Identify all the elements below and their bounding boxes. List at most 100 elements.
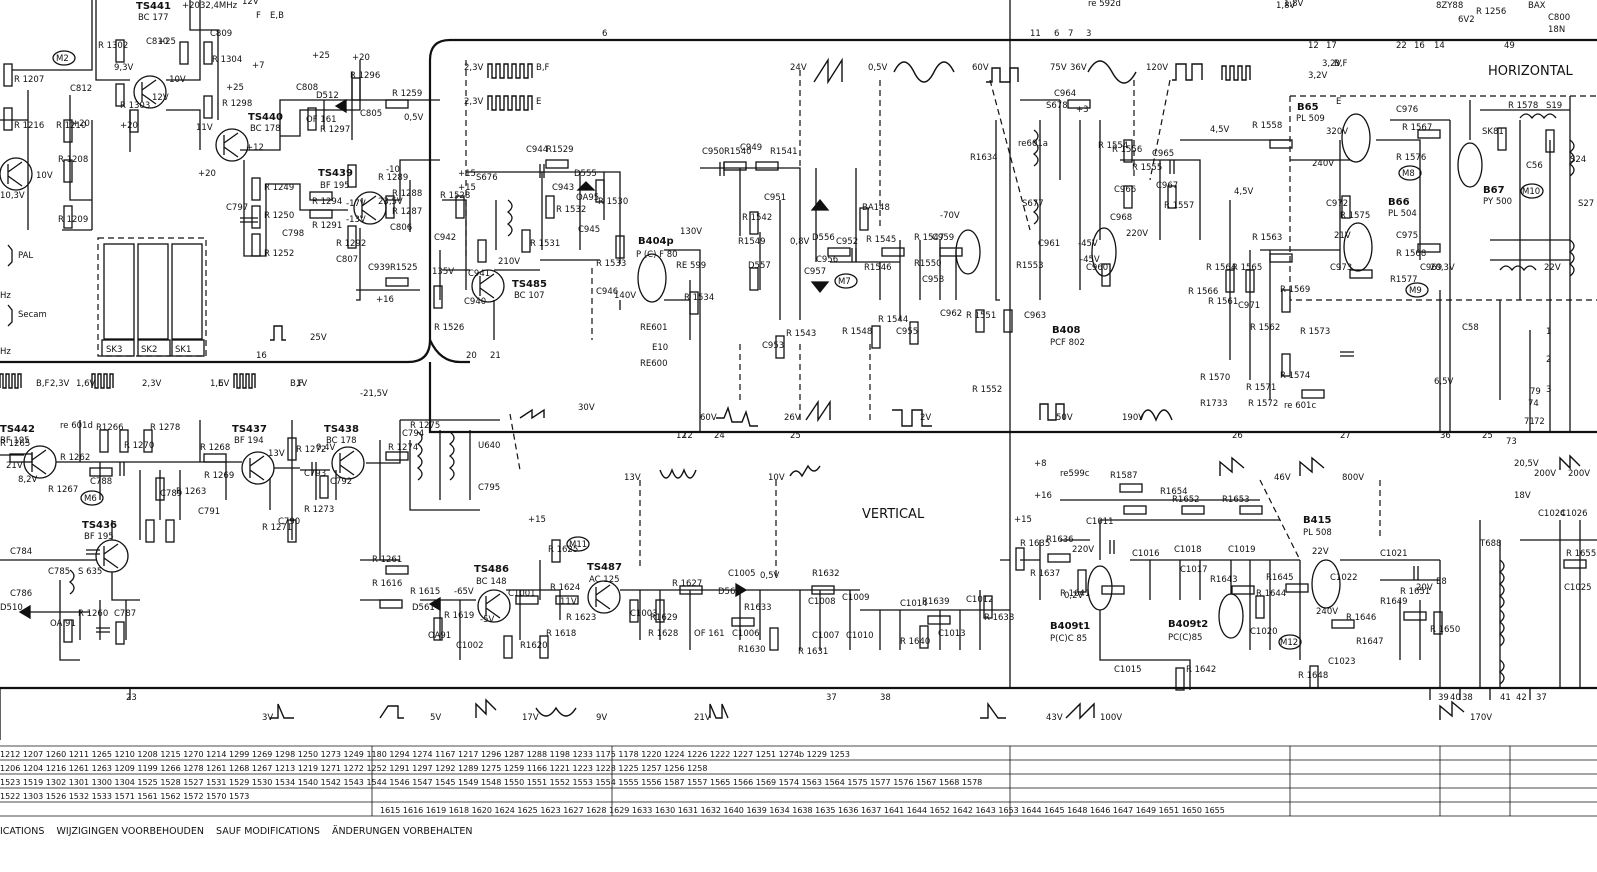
transistor-ts440: TS440 BC 178 — [215, 112, 283, 162]
component-label-233: R 1655 — [1566, 549, 1596, 559]
voltage-label-29: -17V — [346, 199, 366, 209]
component-label-21: R 1250 — [264, 211, 294, 221]
component-label-0: R 1302 — [98, 41, 128, 51]
component-label-19: C797 — [226, 203, 248, 213]
voltage-label-13: +3 — [1076, 105, 1089, 115]
component-label-129: C56 — [1526, 161, 1543, 171]
component-label-213: C1017 — [1180, 565, 1208, 575]
component-label-20: R 1249 — [264, 183, 294, 193]
measure-point-m9: M9 — [1409, 286, 1422, 296]
component-label-173: R1620 — [520, 641, 548, 651]
transistor-ts487: TS487 AC 125 — [587, 562, 622, 614]
transistor-ts439: TS439 BF 195 — [318, 168, 387, 225]
component-label-51: RE 599 — [676, 261, 706, 271]
switch-label-sk1: SK1 — [175, 345, 191, 355]
voltage-label-4: +25 — [226, 83, 244, 93]
tube-b66: B66 PL 504 — [1343, 197, 1417, 272]
component-label-10: R 1208 — [58, 155, 88, 165]
component-label-146: C790 — [278, 517, 300, 527]
voltage-label-52: 13V — [268, 449, 285, 459]
component-label-99: C968 — [1110, 213, 1132, 223]
component-label-65: R1549 — [738, 237, 766, 247]
component-label-171: C1002 — [456, 641, 484, 651]
connector-number-22: 73 — [1506, 437, 1517, 447]
component-label-22: R 1252 — [264, 249, 294, 259]
component-label-121: C975 — [1396, 231, 1418, 241]
component-label-159: S 635 — [78, 567, 102, 577]
component-label-25: R 1291 — [312, 221, 342, 231]
transistor-ts486-type: BC 148 — [476, 577, 507, 587]
connector-number-20: 36 — [1440, 431, 1451, 441]
component-label-155: U640 — [478, 441, 500, 451]
waveform-label-28: 800V — [1342, 473, 1364, 483]
transistor-ts438-name: TS438 — [324, 424, 359, 435]
component-label-18: C805 — [360, 109, 382, 119]
component-label-105: R 1566 — [1188, 287, 1218, 297]
top-fragment-10: C800 — [1548, 13, 1570, 23]
component-label-11: R 1209 — [58, 215, 88, 225]
component-label-201: R1636 — [1046, 535, 1074, 545]
voltage-label-61: 22V — [1312, 547, 1329, 557]
component-label-215: R 1644 — [1256, 589, 1286, 599]
transistor-ts438: TS438 BC 178 — [324, 424, 365, 480]
voltage-label-38: 130V — [680, 227, 702, 237]
transistor-ts439-type: BF 195 — [320, 181, 350, 191]
voltage-label-35: 210V — [498, 257, 520, 267]
voltage-label-31: 23,5V — [378, 197, 403, 207]
transistor-ts437-name: TS437 — [232, 424, 267, 435]
tube-b415-type: PL 508 — [1303, 528, 1332, 538]
voltage-label-44: 4,5V — [1234, 187, 1254, 197]
component-label-221: C1022 — [1330, 573, 1358, 583]
voltage-label-50: 21V — [6, 461, 23, 471]
component-label-34: R 1528 — [440, 191, 470, 201]
connector-number-9: 7 — [1068, 29, 1073, 39]
voltage-label-25: 11V — [196, 123, 213, 133]
measure-point-m2: M2 — [56, 54, 69, 64]
connector-number-28: 38 — [1462, 693, 1473, 703]
voltage-label-19: 20V — [1416, 583, 1433, 593]
component-label-93: R 1556 — [1112, 145, 1142, 155]
component-label-163: R 1260 — [78, 609, 108, 619]
pal-label: PAL — [18, 251, 33, 261]
connector-number-27: 40 — [1450, 693, 1461, 703]
component-label-97: C966 — [1114, 185, 1136, 195]
voltage-label-24: 12V — [152, 93, 169, 103]
measure-point-m11: M11 — [569, 540, 587, 550]
waveform-label-15: 50V — [1056, 413, 1073, 423]
component-label-114: re 601c — [1284, 401, 1316, 411]
component-label-185: C1006 — [732, 629, 760, 639]
waveform-label-8: 36V — [1070, 63, 1087, 73]
connector-number-12: 20 — [466, 351, 477, 361]
component-label-140: C789 — [160, 489, 182, 499]
voltage-label-10: +15 — [458, 169, 476, 179]
component-label-46: R 1533 — [596, 259, 626, 269]
waveform-label-13: 26V — [784, 413, 801, 423]
measure-point-m10: M10 — [1522, 187, 1540, 197]
component-label-135: R 1262 — [60, 453, 90, 463]
tube-b65-name: B65 — [1297, 102, 1319, 113]
component-label-145: C791 — [198, 507, 220, 517]
component-label-55: RE600 — [640, 359, 668, 369]
component-label-152: R 1274 — [388, 443, 418, 453]
connector-number-8: 6 — [1054, 29, 1059, 39]
component-label-212: C1019 — [1228, 545, 1256, 555]
voltage-label-28: -10 — [386, 165, 400, 175]
component-label-81: R 1551 — [966, 311, 996, 321]
transistor-ts440-name: TS440 — [248, 112, 283, 123]
component-label-52: R 1534 — [684, 293, 714, 303]
waveform-label-25: 13V — [624, 473, 641, 483]
component-label-137: R1266 — [96, 423, 124, 433]
voltage-label-41: -45V — [1078, 239, 1098, 249]
voltage-label-48: 20,3V — [1430, 263, 1455, 273]
waveform-label-4: 24V — [790, 63, 807, 73]
tube-b66-type: PL 504 — [1388, 209, 1417, 219]
waveform-label-9: 120V — [1146, 63, 1168, 73]
component-label-4: R 1207 — [14, 75, 44, 85]
measure-point-m8: M8 — [1402, 169, 1415, 179]
component-label-37: C944 — [526, 145, 548, 155]
component-label-200: R 1635 — [1020, 539, 1050, 549]
component-label-199: R 1638 — [984, 613, 1014, 623]
voltage-label-8: +20 — [352, 53, 370, 63]
